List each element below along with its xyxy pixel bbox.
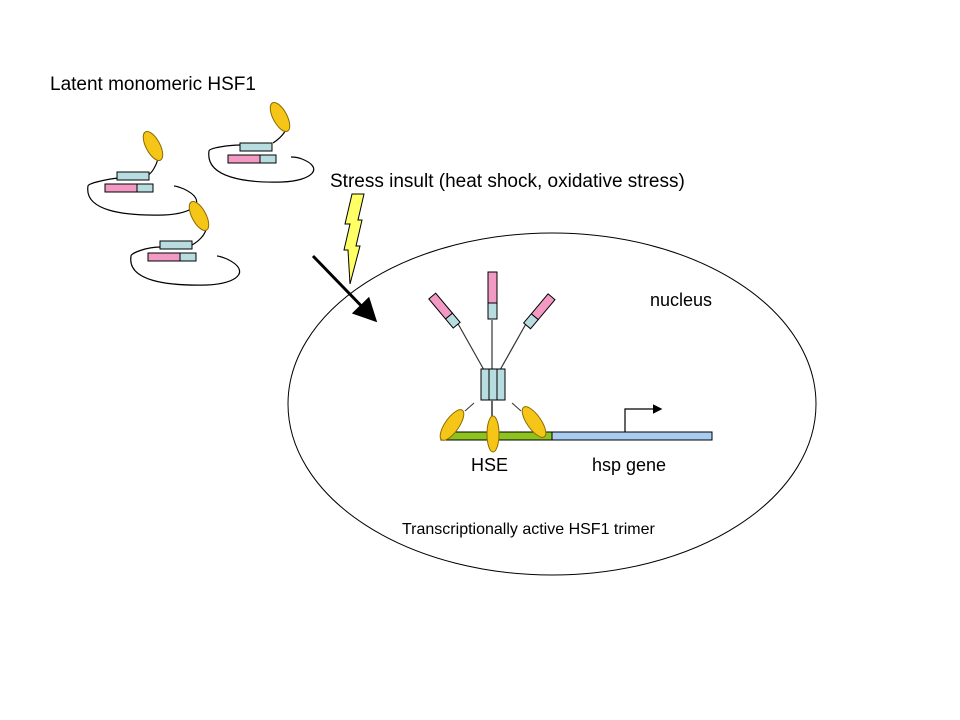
arrow-icon [311, 254, 378, 323]
hsp-gene-segment [551, 431, 713, 441]
hsf1-trimer [428, 271, 556, 416]
latent-hsf1-label: Latent monomeric HSF1 [50, 74, 256, 95]
latent-monomer [208, 101, 315, 183]
lightning-bolt-icon [343, 193, 365, 285]
latent-monomer [130, 200, 241, 286]
dna-binding-domain [439, 409, 465, 441]
nucleus-label: nucleus [650, 290, 712, 310]
hse-label: HSE [471, 455, 508, 475]
latent-monomer [87, 130, 198, 216]
dna-binding-domain [521, 406, 547, 438]
trimer-label: Transcriptionally active HSF1 trimer [402, 521, 655, 538]
stress-insult-label: Stress insult (heat shock, oxidative str… [330, 171, 685, 192]
dna-binding-domain [486, 415, 500, 453]
nucleus-membrane [287, 232, 817, 576]
transcription-start-arrow-icon [624, 404, 663, 432]
hsp-gene-label: hsp gene [592, 455, 666, 475]
